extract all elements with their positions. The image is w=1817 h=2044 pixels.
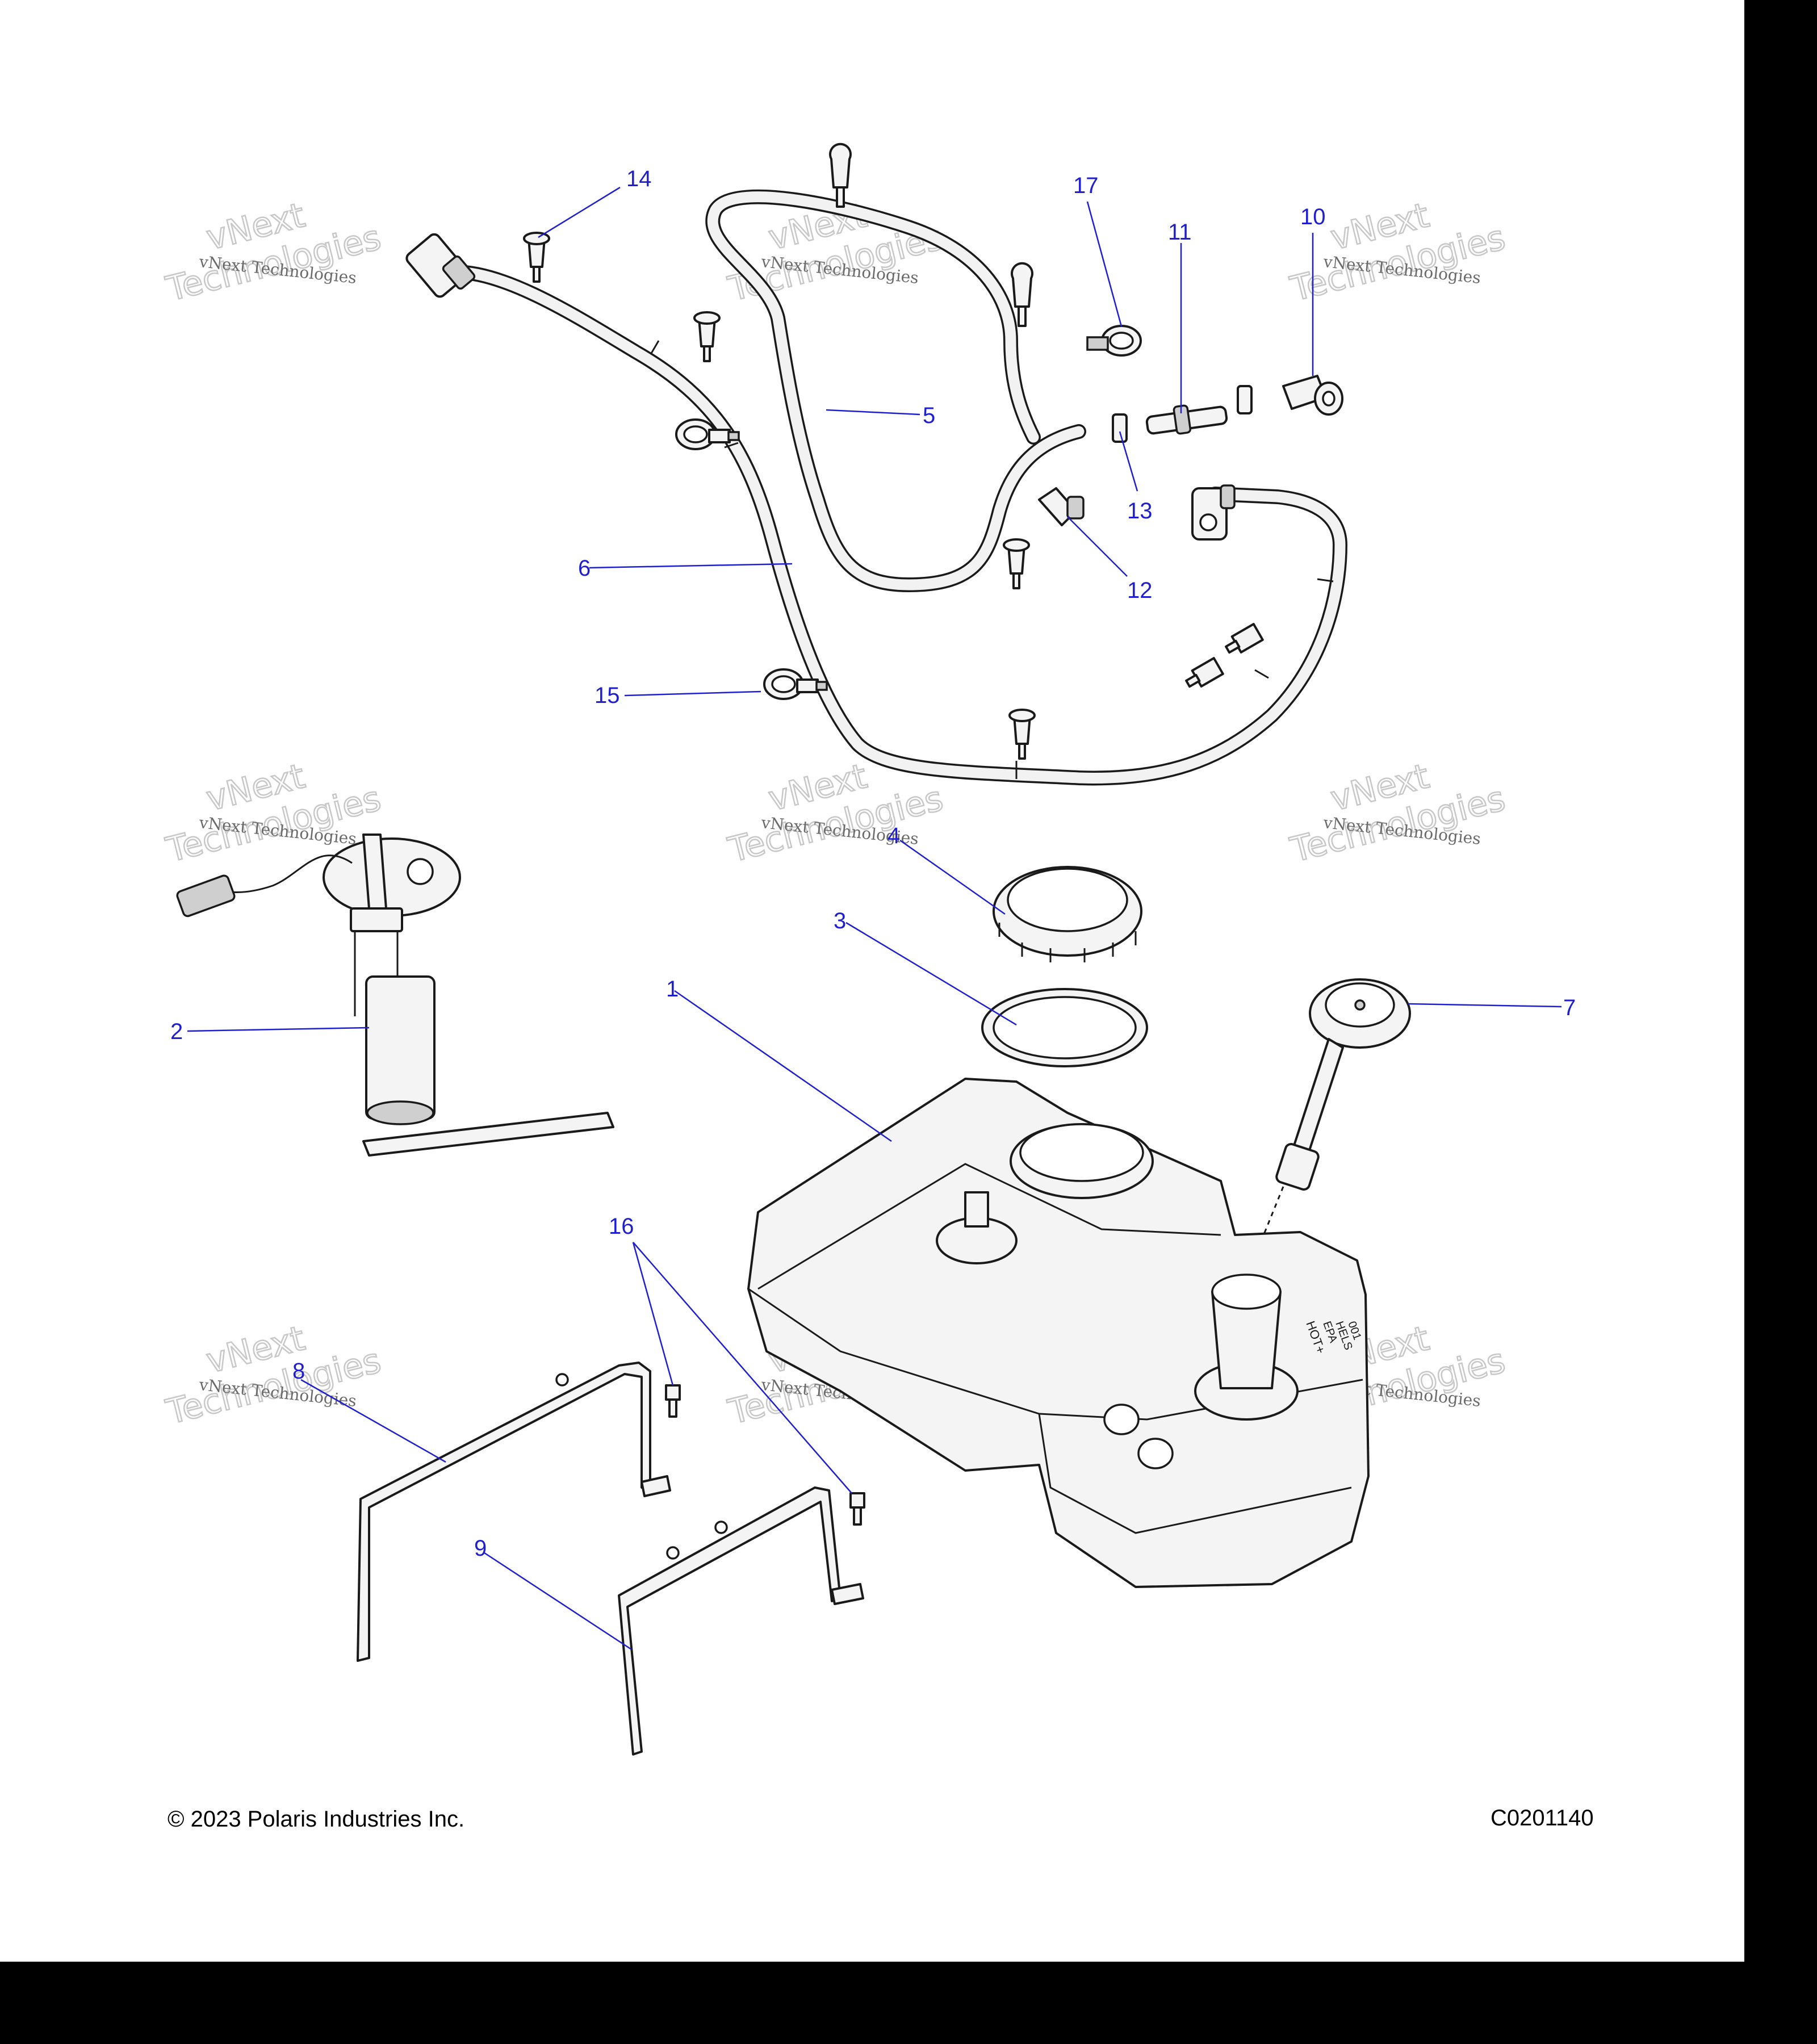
callouts: 1 2 3 4 5 6 7 8 9 10 11 12 13 14 15 16 1… [170, 166, 1576, 1561]
callout-10: 10 [1300, 204, 1326, 229]
callout-7: 7 [1563, 995, 1576, 1020]
fuel-line-5 [705, 189, 1086, 592]
callout-12: 12 [1127, 578, 1153, 603]
callout-13: 13 [1127, 499, 1153, 523]
leader-lines [187, 186, 1562, 1651]
seal-3 [981, 988, 1148, 1067]
hose-clamp-17 [1086, 325, 1142, 357]
fitting-12 [1038, 487, 1085, 526]
clip-13 [1112, 413, 1128, 443]
watermark: vNext Technologies vNext Technologies [161, 195, 385, 310]
callout-4: 4 [887, 823, 900, 848]
fitting-11 [1145, 404, 1228, 435]
callout-8: 8 [292, 1359, 305, 1384]
strap-8 [357, 1362, 671, 1662]
diagram-sheet: vNext Technologies vNext Technologies vN… [0, 0, 1744, 1962]
callout-3: 3 [834, 908, 846, 933]
clip [1237, 385, 1253, 414]
callout-17: 17 [1073, 173, 1099, 198]
callout-15: 15 [594, 683, 620, 708]
callout-1: 1 [666, 977, 679, 1002]
elbow-fitting-10 [1282, 375, 1343, 416]
bolt-16b [849, 1492, 865, 1526]
copyright-text: © 2023 Polaris Industries Inc. [168, 1807, 465, 1832]
callout-11: 11 [1168, 220, 1192, 245]
callout-16: 16 [609, 1214, 634, 1239]
fuel-sender-7 [1245, 978, 1411, 1278]
hose-clamp [675, 418, 740, 450]
callout-2: 2 [170, 1019, 183, 1044]
callout-14: 14 [626, 166, 652, 191]
fuel-line-6 [441, 265, 1347, 786]
strap-9 [618, 1486, 864, 1756]
callout-9: 9 [474, 1536, 487, 1561]
diagram-code: C0201140 [1491, 1806, 1594, 1831]
parts-diagram: vNext Technologies vNext Technologies vN… [161, 143, 1576, 1756]
bolt-16 [665, 1384, 681, 1418]
callout-5: 5 [923, 403, 935, 428]
hose-clamp-15 [763, 668, 828, 700]
watermark: vNext Technologies vNext Technologies [161, 1318, 385, 1433]
fuel-tank-1: HOT+ EPA HELS 001 [747, 1078, 1370, 1588]
quick-connector-end [1191, 484, 1236, 541]
push-pin-clips [523, 143, 1264, 760]
fuel-pump-assembly [176, 833, 614, 1157]
callout-6: 6 [578, 556, 591, 581]
lock-ring-4 [993, 866, 1142, 962]
quick-connector [405, 233, 476, 298]
watermark: vNext Technologies vNext Technologies [1286, 756, 1509, 871]
